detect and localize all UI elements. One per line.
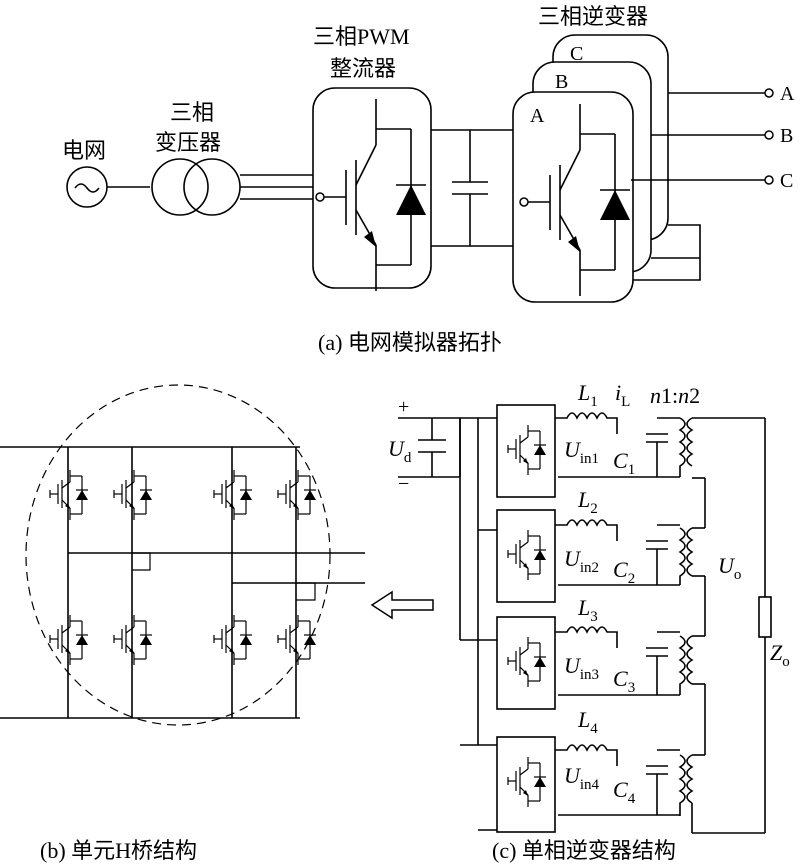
- cell-4: [496, 736, 556, 833]
- uin-label-1: Uin1: [564, 437, 599, 467]
- dc-plus-sign: +: [398, 396, 409, 418]
- uin-label-2: Uin2: [564, 546, 599, 576]
- zoom-arrow-icon: [370, 590, 434, 620]
- transformer-icon: [151, 158, 209, 216]
- cap-label-1: C1: [613, 448, 635, 478]
- inverter-label: 三相逆变器: [538, 4, 648, 29]
- inductor-label-1: L1: [577, 380, 598, 410]
- inductor-label-3: L3: [577, 595, 598, 625]
- caption-b: (b) 单元H桥结构: [40, 838, 197, 863]
- rectifier-box: [312, 87, 432, 289]
- output-terminal-a: [764, 88, 774, 98]
- uo-label: Uo: [718, 553, 741, 583]
- rectifier-label-line1: 三相PWM: [313, 24, 410, 49]
- inductor-label-4: L4: [577, 707, 598, 737]
- caption-c: (c) 单相逆变器结构: [492, 838, 676, 863]
- module-label-a: A: [530, 105, 545, 127]
- output-label-a: A: [780, 83, 795, 105]
- output-label-c: C: [780, 170, 793, 192]
- caption-a: (a) 电网模拟器拓扑: [318, 330, 502, 355]
- uin-label-3: Uin3: [564, 653, 599, 683]
- grid-label: 电网: [62, 138, 106, 163]
- cap-label-2: C2: [613, 557, 635, 587]
- diagram-b: (b) 单元H桥结构: [0, 384, 434, 863]
- cell-2: [496, 509, 556, 603]
- rectifier-label-line2: 整流器: [330, 56, 396, 81]
- dc-minus-sign: −: [398, 473, 409, 495]
- zoom-ellipse: [25, 384, 331, 726]
- current-label: iL: [615, 380, 630, 410]
- output-terminal-b: [764, 130, 774, 140]
- load-resistor: [758, 596, 772, 638]
- uin-label-4: Uin4: [564, 763, 600, 793]
- zo-label: Zo: [770, 640, 790, 670]
- inverter-module-a: [512, 91, 634, 303]
- cell-1: [496, 404, 556, 498]
- output-label-b: B: [780, 125, 793, 147]
- transformer-label-line2: 变压器: [155, 130, 221, 155]
- diagram-c: + − Ud: [388, 380, 790, 863]
- ud-label: Ud: [388, 436, 412, 466]
- cap-label-3: C3: [613, 666, 635, 696]
- inductor-label-2: L2: [577, 487, 598, 517]
- module-label-b: B: [555, 71, 568, 93]
- turns-ratio-label: n1:n2: [650, 383, 700, 408]
- diagram-a: 电网 三相 变压器 三相PWM 整流器 三相逆变器 C B A: [62, 4, 795, 355]
- cap-label-4: C4: [613, 777, 636, 807]
- output-terminal-c: [764, 175, 774, 185]
- module-label-c: C: [570, 43, 583, 65]
- transformer-label-line1: 三相: [170, 100, 214, 125]
- cell-3: [496, 616, 556, 710]
